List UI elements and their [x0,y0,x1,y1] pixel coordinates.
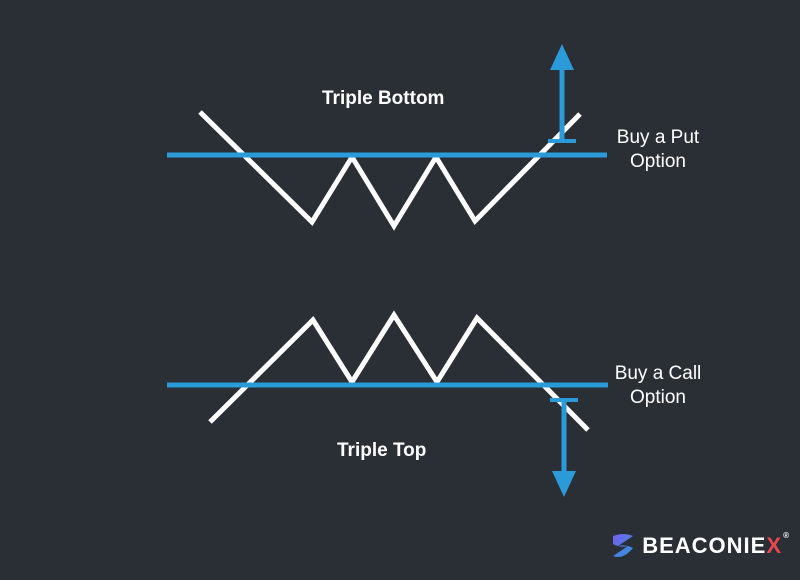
triple-bottom-action-line2: Option [630,151,686,172]
beaconiex-mark-icon [613,534,634,557]
triple-top-action-line2: Option [630,387,686,408]
triple-bottom-action-line1: Buy a Put [616,127,700,148]
triple-top-action: Buy a Call Option [598,362,718,410]
beaconiex-logo: BEACONIEX ® [610,531,789,560]
beaconiex-wordmark: BEACONIEX ® [642,531,789,559]
triple-bottom-title: Triple Bottom [322,88,445,109]
triple-top-title: Triple Top [337,440,427,461]
registered-mark: ® [783,531,790,540]
logo-text: BEACONIE [642,533,767,558]
up-arrow-icon [550,44,574,70]
triple-top-price-line [208,310,590,432]
logo-accent-letter: X [766,533,782,558]
down-arrow-icon [552,471,576,497]
triple-bottom-action: Buy a Put Option [598,126,718,174]
triple-bottom-price-line [198,110,582,231]
triple-top-action-line1: Buy a Call [614,363,702,384]
